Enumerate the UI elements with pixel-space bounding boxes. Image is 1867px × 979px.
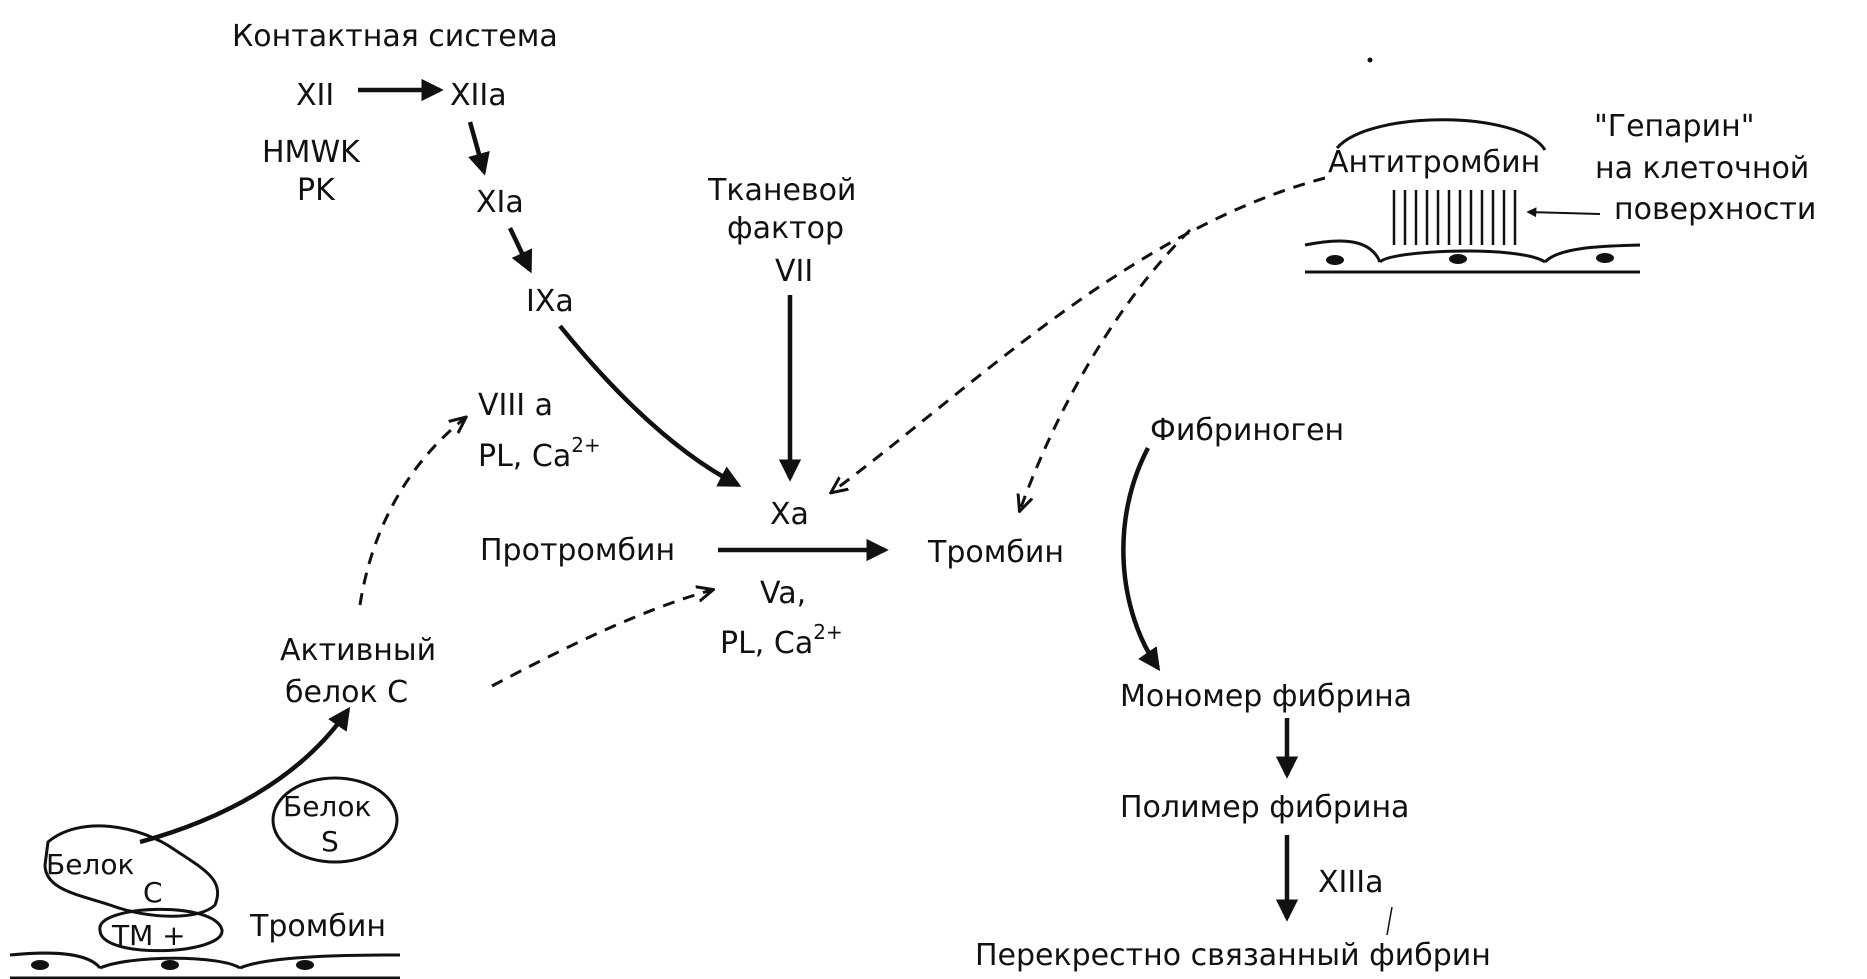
arrow-xiia-to-xia bbox=[467, 121, 490, 176]
factor-va-label: Va, bbox=[760, 576, 806, 611]
protein-c-outline bbox=[43, 824, 220, 918]
fibrinogen-label: Фибриноген bbox=[1150, 413, 1344, 448]
factor-xiiia-label: XIIIa bbox=[1318, 865, 1383, 900]
antithrombin-outline bbox=[1335, 118, 1547, 151]
heparin-pointer bbox=[1526, 207, 1601, 218]
factor-ixa-label: IXa bbox=[526, 284, 574, 319]
endothelial-cell-layer-top bbox=[1304, 239, 1641, 274]
factor-xii-label: XII bbox=[296, 78, 334, 113]
protein-s-outline bbox=[271, 776, 399, 864]
on-cell-label-2: поверхности bbox=[1614, 192, 1816, 227]
protein-s-label-2: S bbox=[321, 825, 339, 858]
protein-c-label-1: Белок bbox=[46, 848, 134, 881]
dashed-arrow-apc-to-va bbox=[491, 590, 712, 688]
prothrombin-label: Протромбин bbox=[480, 533, 675, 568]
pk-label: PK bbox=[297, 173, 336, 208]
antithrombin-label: Антитромбин bbox=[1328, 145, 1540, 180]
hmwk-label: HMWK bbox=[262, 135, 361, 170]
protein-c-label-2: C bbox=[143, 876, 163, 909]
va-cofactors-label: PL, Ca2+ bbox=[720, 620, 843, 661]
on-cell-label-1: на клеточной bbox=[1595, 151, 1809, 186]
tissue-factor-label-2: фактор bbox=[727, 211, 844, 246]
factor-xiia-label: XIIa bbox=[450, 78, 507, 113]
thrombomodulin-outline bbox=[98, 907, 224, 953]
arrow-xia-to-ixa bbox=[507, 227, 533, 274]
crosslinked-fibrin-label: Перекрестно связанный фибрин bbox=[975, 938, 1491, 973]
arrow-ixa-to-xa bbox=[558, 324, 742, 487]
arrow-protein-c-activation bbox=[139, 706, 351, 845]
viiia-cofactors-label: PL, Ca2+ bbox=[478, 433, 601, 474]
dashed-arrow-apc-to-viiia bbox=[358, 418, 465, 606]
factor-vii-label: VII bbox=[775, 254, 813, 289]
heparin-strands bbox=[1392, 190, 1517, 245]
thrombin-bottom-label: Тромбин bbox=[249, 909, 386, 944]
arrow-fibrinogen-to-monomer bbox=[1121, 446, 1161, 672]
protein-s-label-1: Белок bbox=[283, 790, 371, 823]
antithrombin-heparin-complex bbox=[1304, 118, 1641, 274]
dashed-arrow-antithrombin-to-thrombin bbox=[1020, 228, 1192, 510]
endothelial-cell-layer-bottom bbox=[9, 951, 401, 979]
protein-c-complex bbox=[9, 776, 401, 979]
tissue-factor-label-1: Тканевой bbox=[707, 173, 856, 208]
fibrin-polymer-label: Полимер фибрина bbox=[1120, 790, 1409, 825]
active-protein-c-label-1: Активный bbox=[280, 633, 436, 668]
active-protein-c-label-2: белок C bbox=[285, 675, 408, 710]
fibrin-monomer-label: Мономер фибрина bbox=[1120, 679, 1412, 714]
heparin-label: "Гепарин" bbox=[1594, 109, 1755, 144]
xiiia-tick bbox=[1386, 906, 1393, 936]
thrombin-label: Тромбин bbox=[927, 535, 1064, 570]
factor-xa-label: Xa bbox=[770, 497, 809, 532]
speck-dot bbox=[1367, 57, 1373, 63]
dashed-arrow-antithrombin-to-xa bbox=[832, 176, 1326, 492]
factor-xia-label: XIa bbox=[476, 185, 524, 220]
contact-system-label: Контактная система bbox=[232, 19, 558, 54]
factor-viiia-label: VIII a bbox=[478, 388, 553, 423]
